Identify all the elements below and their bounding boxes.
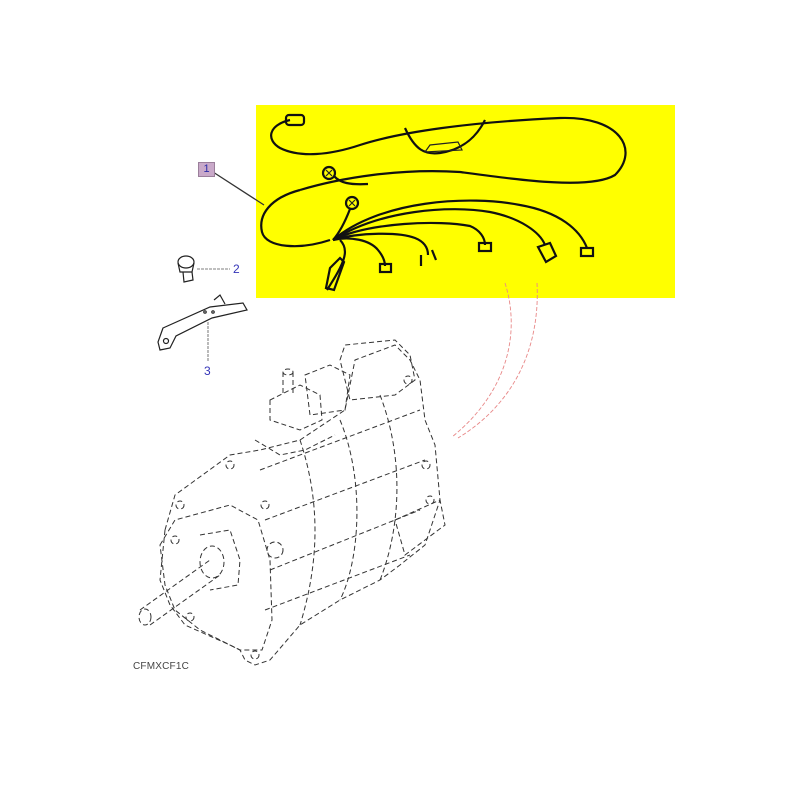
callout-1[interactable]: 1	[198, 162, 215, 177]
harness-leader-red-2	[457, 282, 538, 439]
callout-2[interactable]: 2	[233, 262, 240, 276]
leader-line-1	[212, 171, 265, 206]
diagram-reference-code: CFMXCF1C	[133, 661, 190, 672]
callout-3[interactable]: 3	[204, 364, 211, 378]
wiring-harness-drawing[interactable]	[260, 113, 627, 292]
bracket-drawing[interactable]	[157, 294, 248, 351]
bolt-drawing[interactable]	[177, 255, 195, 283]
gearbox-drawing[interactable]	[138, 339, 446, 666]
callout-1-number: 1	[203, 163, 210, 175]
harness-leader-red-1	[451, 282, 512, 438]
